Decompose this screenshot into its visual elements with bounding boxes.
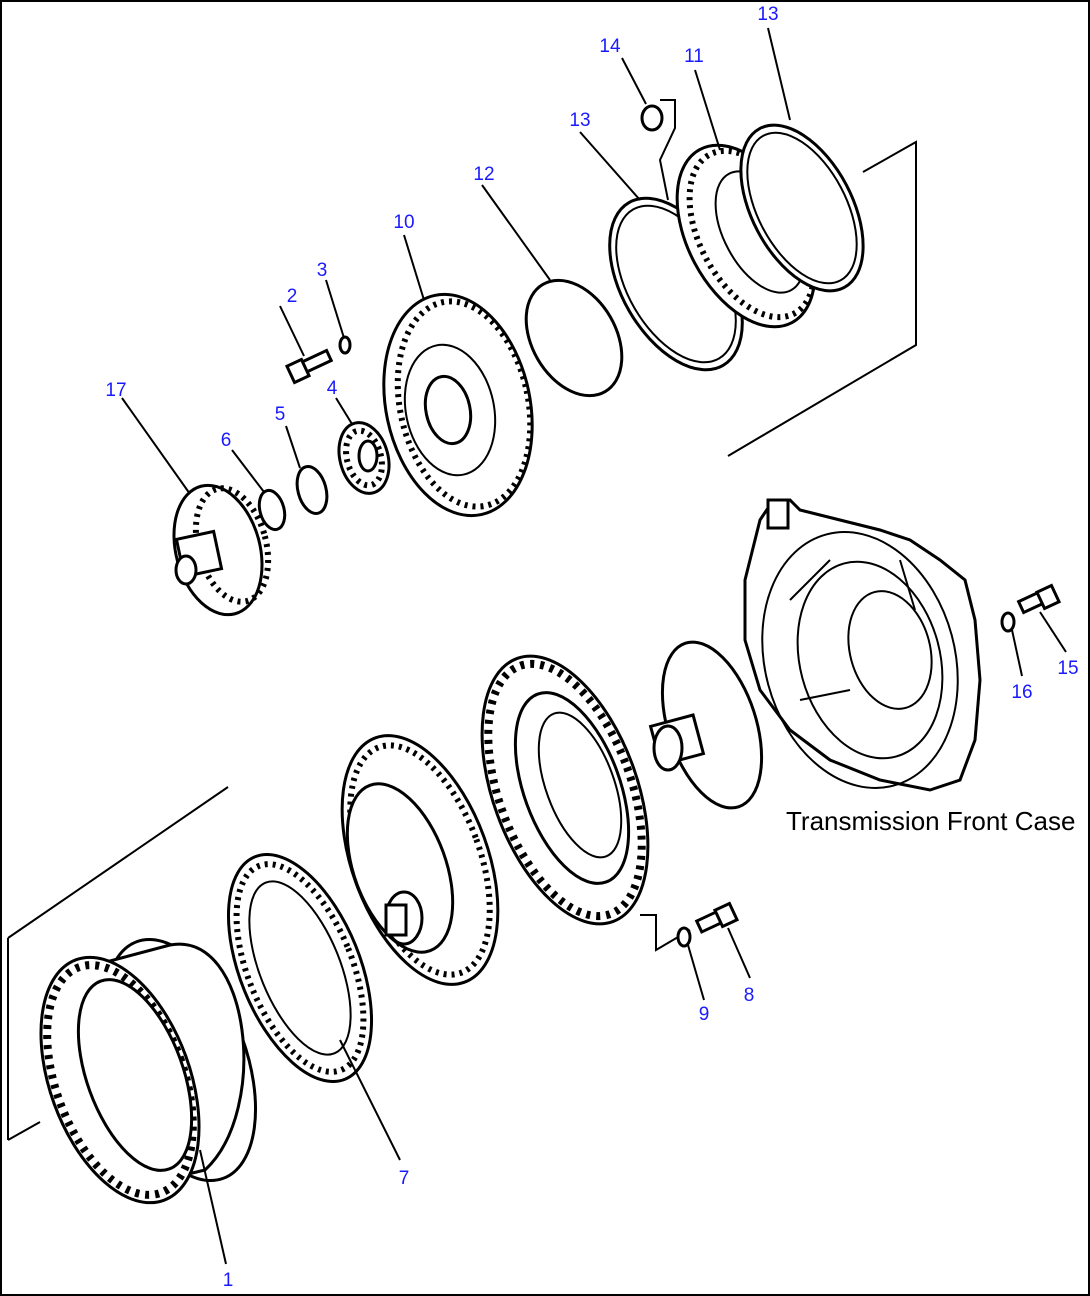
callout-13-right: 13	[757, 4, 778, 25]
callout-8: 8	[744, 985, 755, 1006]
callout-6: 6	[221, 430, 232, 451]
callout-9: 9	[699, 1004, 710, 1025]
part-4-bearing	[337, 421, 391, 495]
input-shaft-flange	[648, 640, 764, 810]
callout-12: 12	[473, 164, 494, 185]
part-3-washer	[338, 335, 352, 355]
callout-11: 11	[684, 46, 704, 67]
callout-16: 16	[1011, 682, 1032, 703]
part-1-clutch-drum	[39, 937, 258, 1205]
part-14-plug	[640, 104, 664, 132]
callout-1: 1	[223, 1270, 234, 1291]
part-2-bolt	[284, 348, 334, 385]
part-13-seal-ring-right	[739, 123, 865, 293]
leader-lines	[121, 27, 1067, 1265]
ring-gear	[480, 654, 650, 926]
callout-3: 3	[317, 260, 328, 281]
part-10-pump-housing	[382, 292, 534, 518]
callout-15: 15	[1057, 658, 1078, 679]
part-7-friction-plate	[226, 852, 374, 1084]
callout-14: 14	[599, 36, 621, 57]
case-caption: Transmission Front Case	[786, 806, 1075, 836]
lower-axis-bracket	[7, 99, 691, 1141]
callout-4: 4	[327, 378, 338, 399]
transmission-front-case	[743, 498, 982, 792]
part-5-snap-ring	[295, 465, 329, 515]
part-15-bolt	[1016, 583, 1062, 615]
clutch-hub-assembly	[340, 734, 500, 986]
part-8-bolt	[694, 901, 740, 934]
part-12-o-ring	[524, 278, 624, 398]
callout-13-left: 13	[569, 110, 590, 131]
callout-2: 2	[287, 286, 298, 307]
callout-10: 10	[393, 212, 414, 233]
part-6-snap-ring	[257, 488, 287, 532]
callout-5: 5	[275, 404, 286, 425]
callout-labels: 1 2 3 4 5 6 7 8 9 10 11 12 13 13 14 15 1…	[105, 4, 1078, 1291]
callout-7: 7	[399, 1168, 410, 1189]
part-9-washer	[676, 926, 692, 948]
upper-axis-bracket	[727, 140, 917, 457]
part-16-washer	[1000, 611, 1016, 633]
callout-17: 17	[105, 380, 126, 401]
